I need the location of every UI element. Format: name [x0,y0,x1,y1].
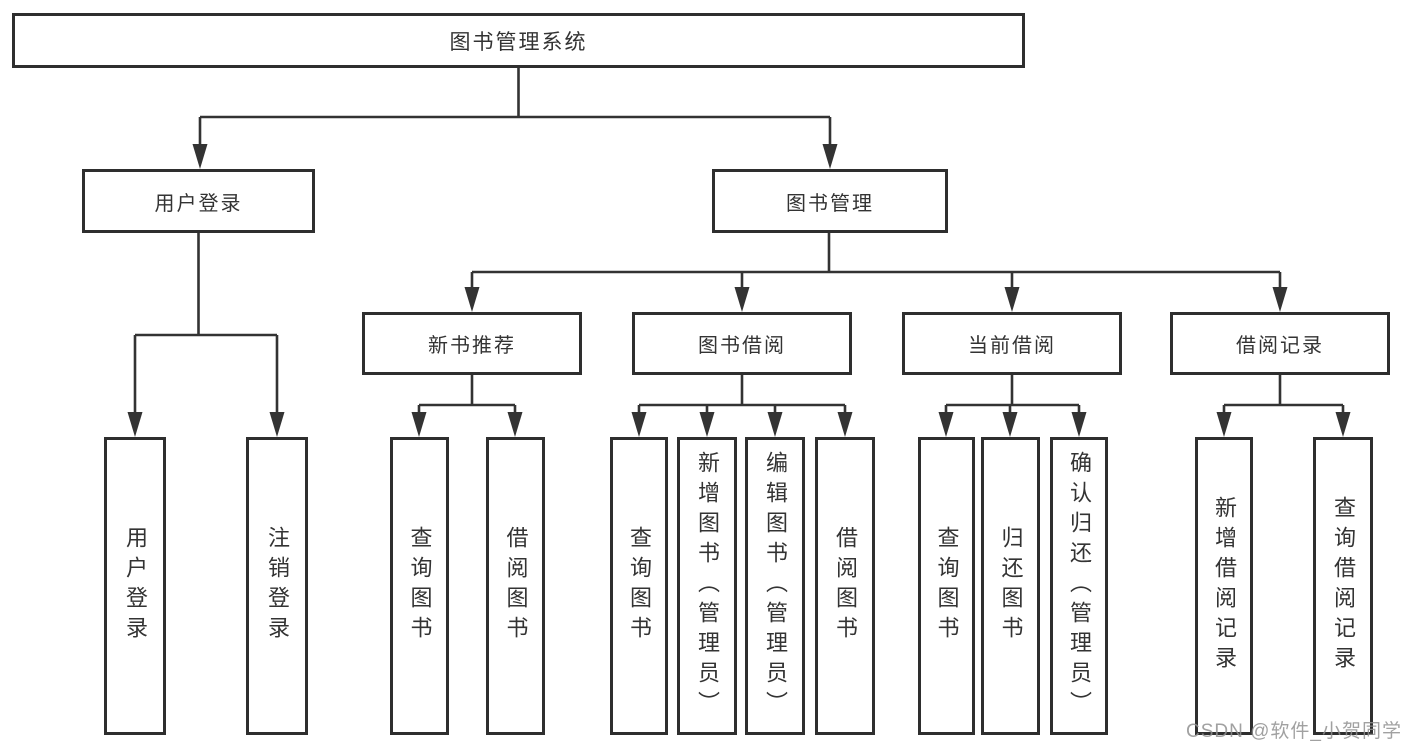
leaf-borrow-books-2: 借阅图书 [815,437,875,735]
leaf-query-books-1: 查询图书 [390,437,449,735]
leaf-return-books-label: 归还图书 [998,526,1024,646]
leaf-query-borrow-record: 查询借阅记录 [1313,437,1373,735]
leaf-add-books-admin-label: 新增图书（管理员） [695,451,720,721]
connector-lines [133,68,1345,418]
leaf-logout-label: 注销登录 [265,526,290,646]
node-new-book-recommend-label: 新书推荐 [428,335,516,357]
leaf-user-login: 用户登录 [104,437,166,735]
node-book-borrowing-label: 图书借阅 [698,335,786,357]
leaf-logout: 注销登录 [246,437,308,735]
leaf-edit-books-admin-label: 编辑图书（管理员） [763,451,788,721]
leaf-query-books-3-label: 查询图书 [934,526,960,646]
node-borrowing-records: 借阅记录 [1170,312,1390,375]
leaf-borrow-books-1-label: 借阅图书 [503,526,529,646]
node-current-borrowing: 当前借阅 [902,312,1122,375]
leaf-confirm-return-admin-label: 确认归还（管理员） [1067,451,1092,721]
node-root: 图书管理系统 [12,13,1025,68]
node-user-login-label: 用户登录 [154,192,243,215]
node-book-management-label: 图书管理 [786,192,874,215]
leaf-confirm-return-admin: 确认归还（管理员） [1050,437,1108,735]
leaf-query-books-2-label: 查询图书 [627,526,652,646]
node-book-management: 图书管理 [712,169,948,233]
node-new-book-recommend: 新书推荐 [362,312,582,375]
csdn-watermark: CSDN @软件_小贺同学 [1186,721,1402,742]
node-user-login: 用户登录 [82,169,315,233]
leaf-borrow-books-2-label: 借阅图书 [833,526,858,646]
leaf-query-borrow-record-label: 查询借阅记录 [1331,496,1356,676]
leaf-user-login-label: 用户登录 [123,526,148,646]
leaf-edit-books-admin: 编辑图书（管理员） [745,437,805,735]
leaf-add-books-admin: 新增图书（管理员） [677,437,737,735]
leaf-query-books-2: 查询图书 [610,437,668,735]
leaf-add-borrow-record-label: 新增借阅记录 [1212,496,1237,676]
node-root-label: 图书管理系统 [449,30,588,54]
node-book-borrowing: 图书借阅 [632,312,852,375]
leaf-return-books: 归还图书 [981,437,1040,735]
leaf-borrow-books-1: 借阅图书 [486,437,545,735]
arrowheads [127,144,1351,437]
leaf-query-books-1-label: 查询图书 [407,526,433,646]
leaf-add-borrow-record: 新增借阅记录 [1195,437,1253,735]
leaf-query-books-3: 查询图书 [918,437,975,735]
node-current-borrowing-label: 当前借阅 [968,335,1056,357]
node-borrowing-records-label: 借阅记录 [1236,335,1324,357]
